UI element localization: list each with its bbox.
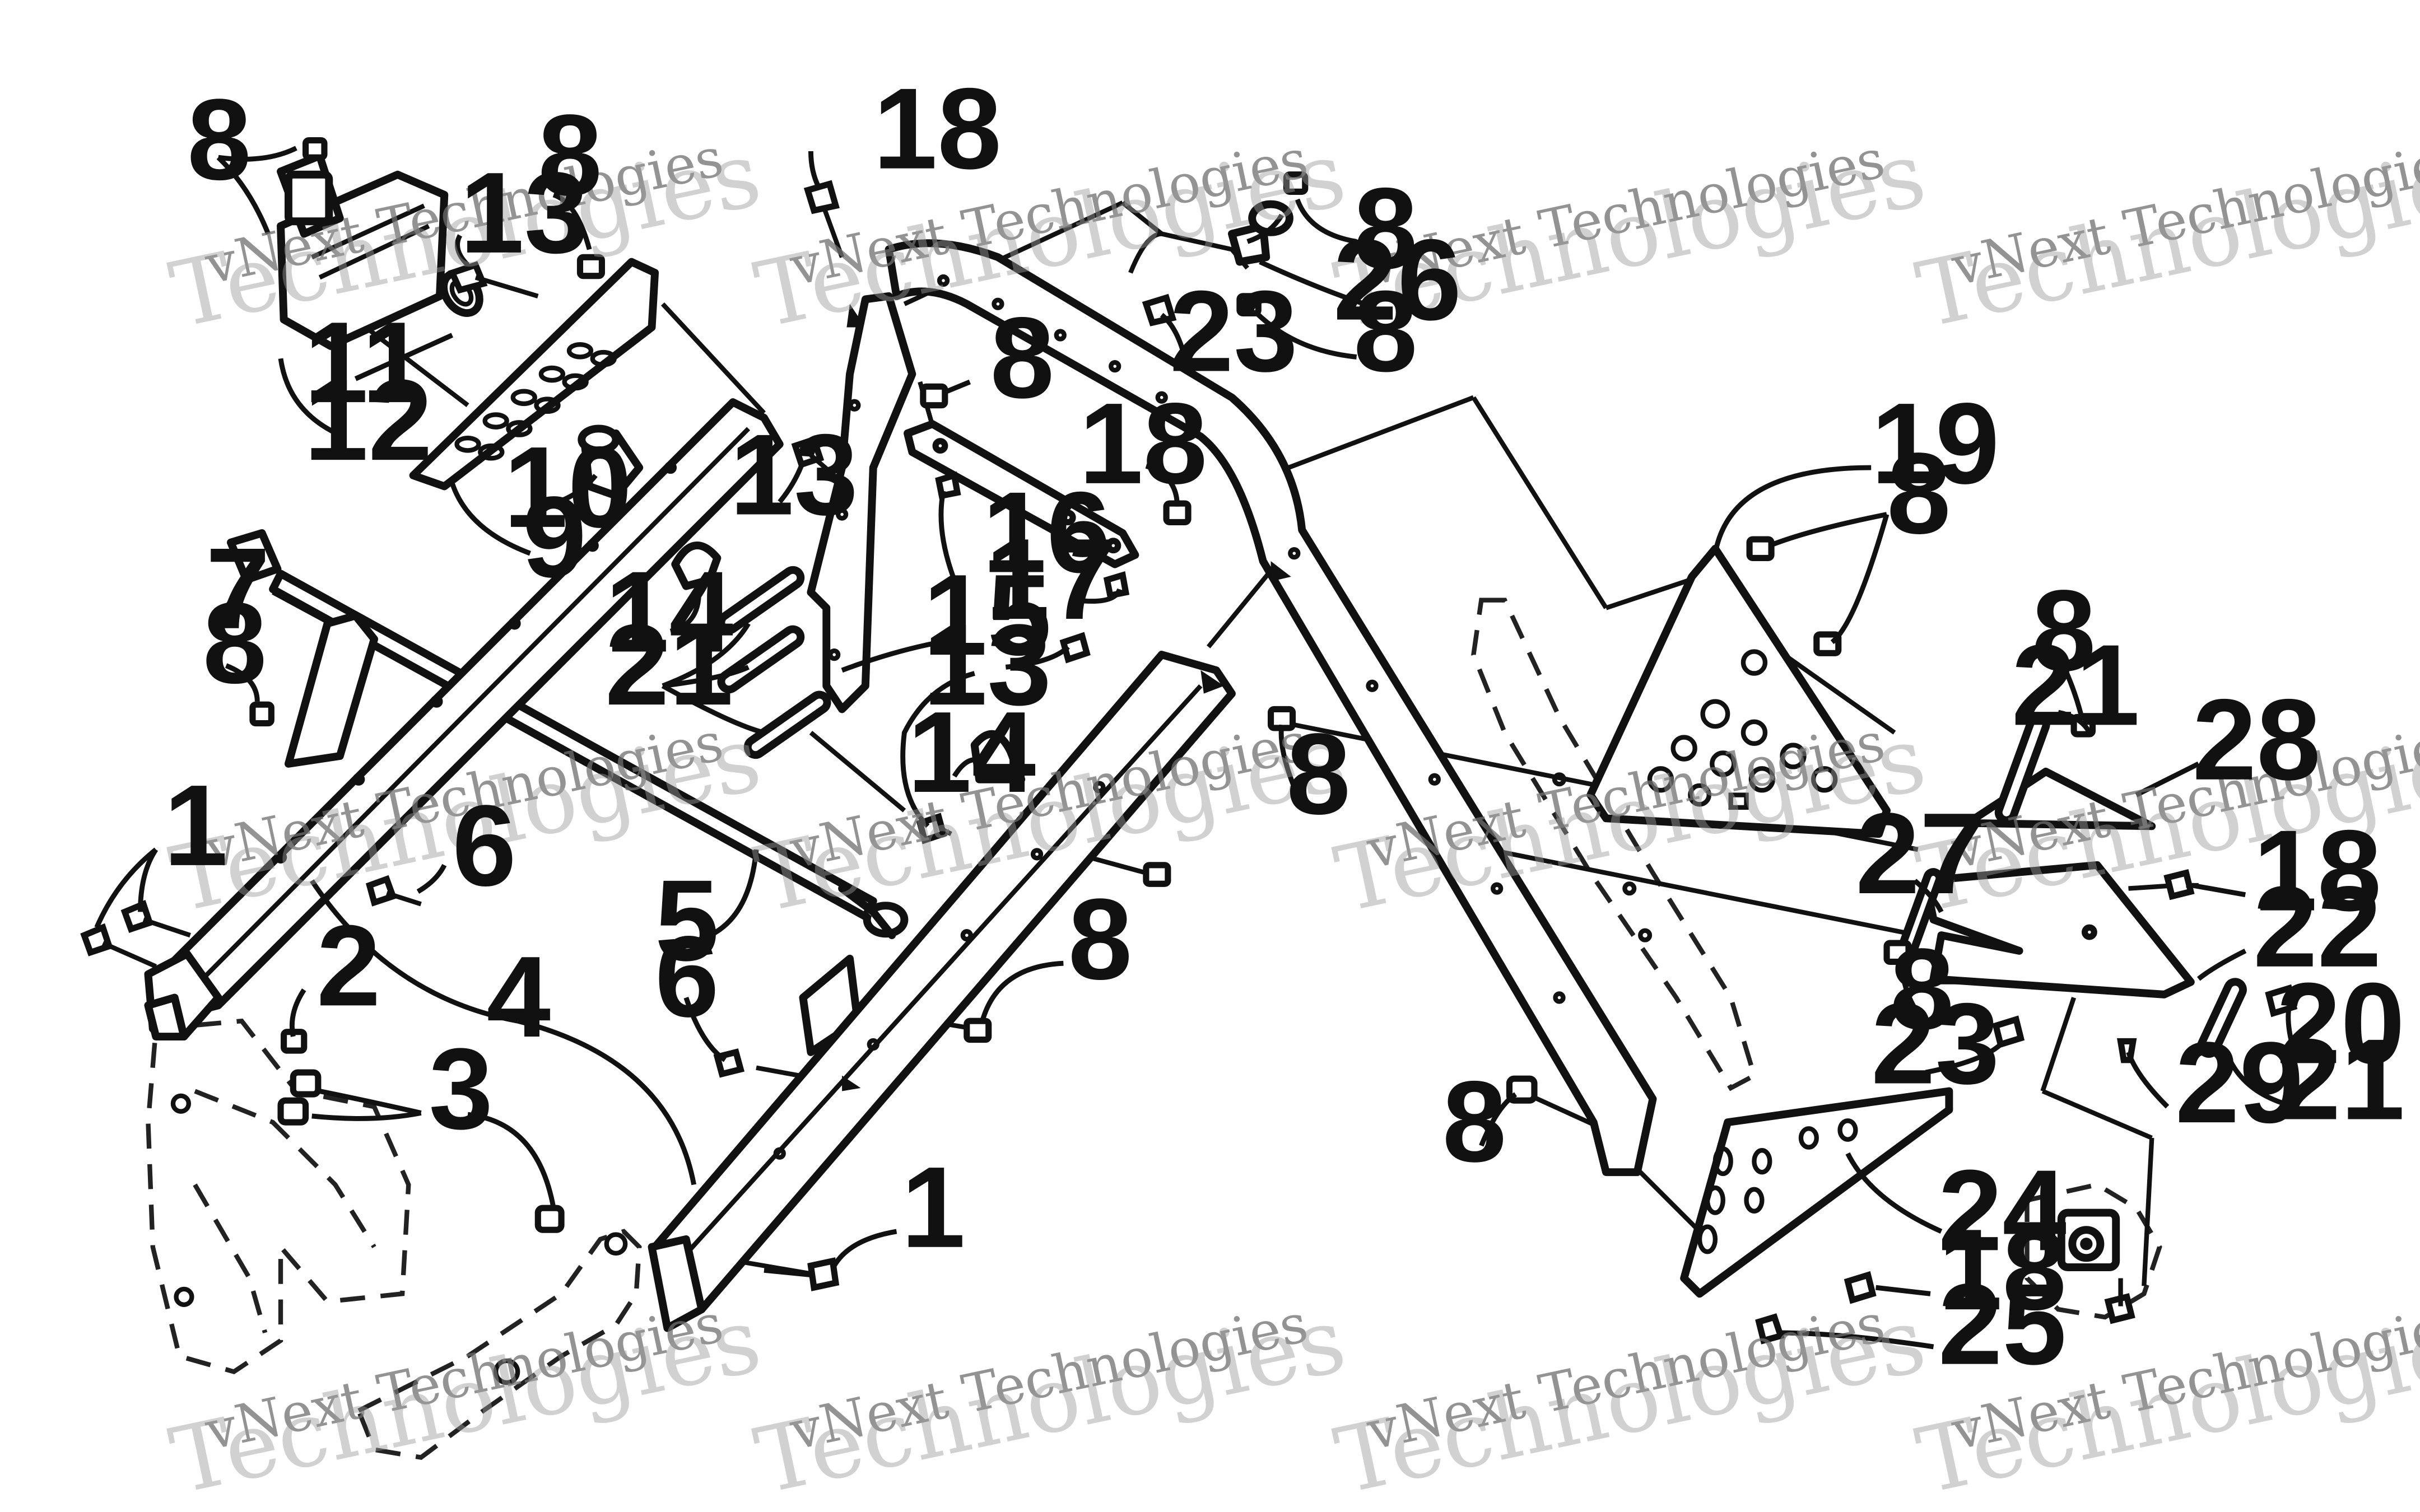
svg-text:Technologies: Technologies [1909,122,2420,349]
callout-14: 14 [908,688,1036,816]
callout-24: 24 [1938,1146,2067,1275]
callout-10: 10 [504,423,632,552]
callout-18: 18 [1079,379,1207,508]
strut-15 [807,292,916,713]
phantom-bracket-left [146,1018,411,1375]
callout-13: 13 [730,410,858,539]
callout-8: 8 [538,91,602,220]
callout-8: 8 [1887,429,1951,558]
phantom-throttle-body [2025,1182,2162,1320]
callout-1: 1 [164,761,228,890]
callout-17: 17 [985,515,1114,643]
callout-8: 8 [1353,164,1418,293]
rail-holes [274,461,677,864]
tie-rod [227,529,909,940]
relay [578,424,644,500]
callout-29: 29 [2175,1018,2303,1147]
callout-4: 4 [486,932,551,1061]
bracket-16 [904,420,1139,568]
callout-6: 6 [655,912,719,1041]
phantom-frame-tube-bottom [355,1229,642,1460]
callouts: 8 8 13 11 12 10 9 7 8 1 6 2 4 3 5 6 1 8 … [164,64,2405,1389]
callout-21: 21 [2277,1015,2405,1144]
svg-text:Technologies: Technologies [162,1287,769,1512]
callout-8: 8 [1068,875,1133,1004]
callout-13: 13 [460,148,588,277]
callout-15: 15 [923,550,1051,679]
callout-5: 5 [655,856,719,985]
callout-8: 8 [990,293,1055,422]
callout-21: 21 [605,600,733,729]
callout-1: 1 [901,1143,966,1272]
clamp-14b [970,730,1026,783]
callout-20: 20 [2277,959,2405,1088]
control-module [277,152,449,350]
clamp-14a [671,542,722,590]
bracket-22 [1921,861,2195,998]
callout-18: 18 [2253,806,2381,935]
callout-21: 21 [2012,620,2140,749]
callout-12: 12 [304,356,432,484]
front-rail-right [648,651,1236,1332]
callout-9: 9 [522,473,587,601]
callout-8: 8 [1286,710,1351,838]
callout-23: 23 [1871,979,1999,1108]
leader-lines [94,146,2295,1350]
svg-text:Technologies: Technologies [747,1287,1354,1512]
callout-16: 16 [983,468,1111,597]
svg-text:Technologies: Technologies [1327,1287,1934,1512]
callout-8: 8 [2032,566,2096,695]
callout-7: 7 [206,524,270,653]
callout-26: 26 [1333,216,1462,344]
front-rail-left [144,398,784,1040]
upper-hoop-frame [846,239,1657,1177]
callout-13: 13 [923,600,1051,729]
callout-22: 22 [2253,862,2381,991]
callout-25: 25 [1938,1260,2067,1389]
callout-18: 18 [873,64,1002,193]
slots-21-left [717,566,831,759]
callout-8: 8 [1442,1057,1507,1186]
panel-24 [1680,1087,1953,1298]
callout-6: 6 [452,781,516,910]
callout-19: 19 [1871,379,1999,508]
callout-8: 8 [203,578,267,707]
callout-11: 11 [304,298,426,427]
callout-27: 27 [1855,789,1984,918]
bracket-26 [1128,200,1293,274]
callout-28: 28 [2193,675,2321,804]
callout-23: 23 [1170,267,1298,395]
hardware [80,137,2298,1345]
callout-8: 8 [187,75,252,204]
perforated-panel [409,258,659,491]
callout-8: 8 [1353,267,1418,395]
callout-14: 14 [605,548,733,676]
callout-8: 8 [1890,925,1954,1053]
callout-2: 2 [317,901,381,1030]
callout-3: 3 [429,1024,493,1153]
callout-18: 18 [1938,1205,2067,1334]
panel-holes [454,342,617,461]
